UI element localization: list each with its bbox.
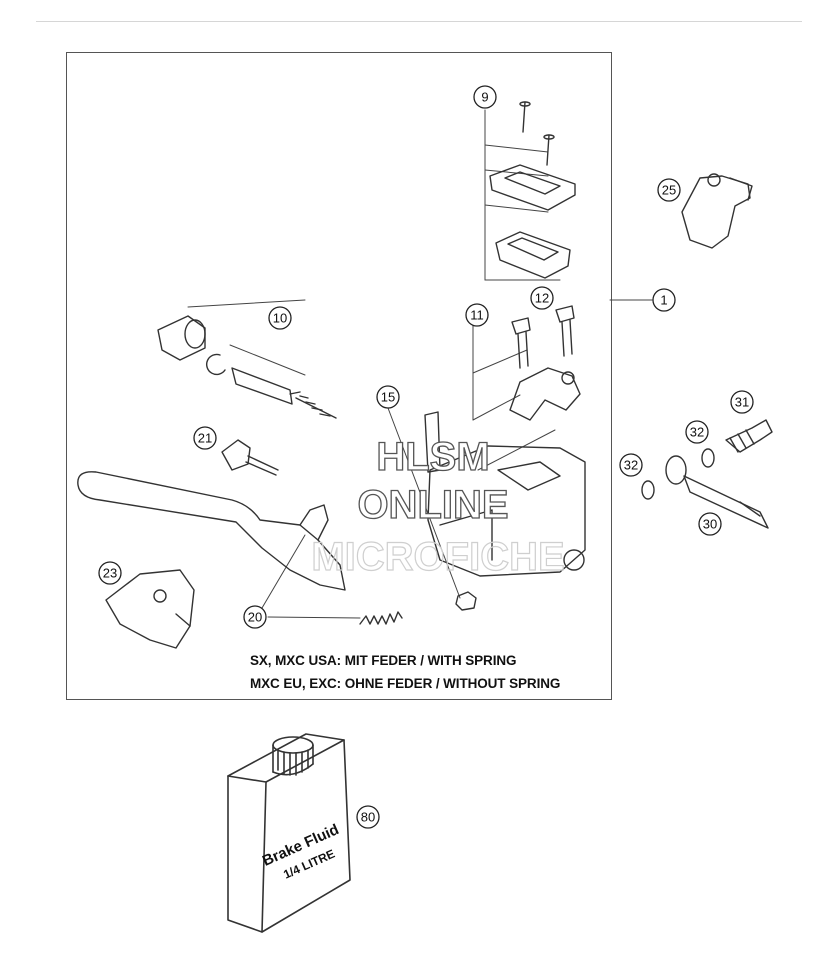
callout-32-lower[interactable]: 32 — [619, 453, 643, 477]
svg-text:9: 9 — [481, 90, 488, 105]
callout-12[interactable]: 12 — [530, 286, 554, 310]
callout-31[interactable]: 31 — [730, 390, 754, 414]
svg-text:31: 31 — [735, 395, 749, 410]
callout-10[interactable]: 10 — [268, 306, 292, 330]
svg-text:15: 15 — [381, 390, 395, 405]
watermark-line2: ONLINE — [357, 483, 508, 527]
callout-30[interactable]: 30 — [698, 512, 722, 536]
brake-hose — [665, 455, 769, 529]
svg-text:30: 30 — [703, 517, 717, 532]
svg-text:80: 80 — [361, 810, 375, 825]
assembly-frame — [66, 52, 612, 700]
return-spring — [359, 611, 403, 625]
leader-lines — [187, 109, 653, 619]
handlebar-clamp — [509, 367, 581, 421]
svg-text:10: 10 — [273, 311, 287, 326]
callout-1[interactable]: 1 — [652, 288, 676, 312]
adjuster-screw — [221, 439, 279, 476]
callout-25[interactable]: 25 — [657, 178, 681, 202]
note-without-spring: MXC EU, EXC: OHNE FEDER / WITHOUT SPRING — [250, 676, 561, 691]
callout-32-upper[interactable]: 32 — [685, 420, 709, 444]
watermark-line3: MICROFICHE — [311, 535, 564, 579]
svg-text:32: 32 — [624, 458, 638, 473]
callout-11[interactable]: 11 — [465, 303, 489, 327]
callout-23[interactable]: 23 — [98, 561, 122, 585]
banjo-bolt — [725, 419, 773, 453]
callout-15[interactable]: 15 — [376, 385, 400, 409]
svg-text:1: 1 — [660, 293, 667, 308]
svg-text:20: 20 — [248, 610, 262, 625]
washers — [641, 448, 715, 500]
clamp-top-right — [681, 173, 753, 249]
lever-boot — [105, 569, 195, 649]
top-divider — [36, 21, 802, 22]
svg-text:23: 23 — [103, 566, 117, 581]
watermark: MICROFICHE HLSM ONLINE — [311, 434, 566, 579]
master-cylinder-body — [424, 411, 586, 577]
clamp-screws — [511, 305, 575, 369]
lever-nut — [455, 591, 477, 611]
svg-text:32: 32 — [690, 425, 704, 440]
callout-20[interactable]: 20 — [243, 605, 267, 629]
callout-80[interactable]: 80 — [356, 805, 380, 829]
piston-kit — [157, 315, 337, 419]
callout-9[interactable]: 9 — [473, 85, 497, 109]
brake-fluid-bottle — [227, 733, 351, 933]
brake-lever — [77, 471, 346, 591]
note-with-spring: SX, MXC USA: MIT FEDER / WITH SPRING — [250, 653, 517, 668]
svg-text:25: 25 — [662, 183, 676, 198]
callout-21[interactable]: 21 — [193, 426, 217, 450]
svg-text:12: 12 — [535, 291, 549, 306]
watermark-line1: HLSM — [376, 435, 489, 479]
svg-text:11: 11 — [470, 308, 484, 323]
svg-text:21: 21 — [198, 431, 212, 446]
reservoir-cap-group — [489, 101, 576, 279]
